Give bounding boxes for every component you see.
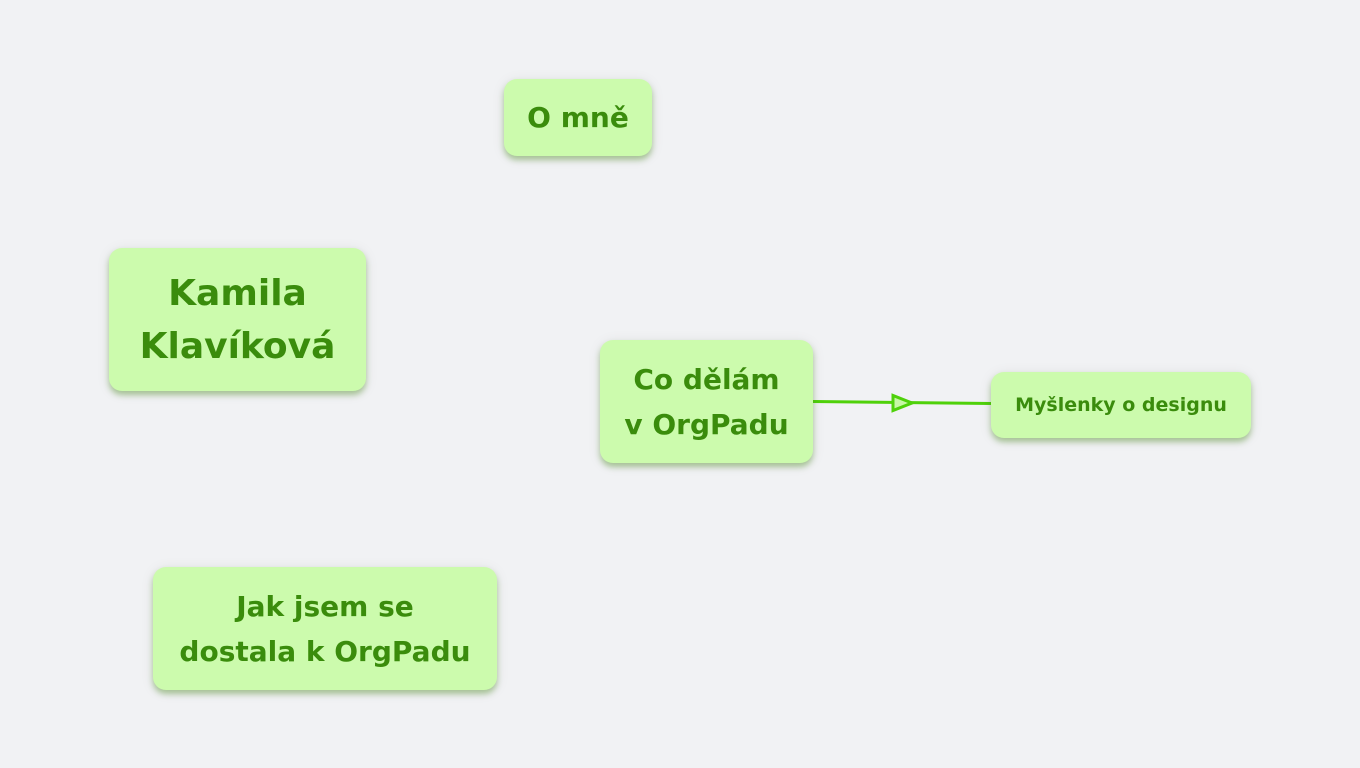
node-jak-jsem-se-dostala[interactable]: Jak jsem se dostala k OrgPadu	[153, 567, 497, 690]
node-label: Jak jsem se dostala k OrgPadu	[179, 589, 471, 668]
node-kamila-klavikova[interactable]: Kamila Klavíková	[109, 248, 366, 391]
node-o-mne[interactable]: O mně	[504, 79, 652, 156]
node-label: O mně	[527, 100, 629, 134]
node-myslenky-o-designu[interactable]: Myšlenky o designu	[991, 372, 1251, 438]
node-co-delam-v-orgpadu[interactable]: Co dělám v OrgPadu	[600, 340, 813, 463]
node-label: Kamila Klavíková	[139, 272, 336, 367]
node-label: Myšlenky o designu	[1015, 394, 1227, 416]
node-label: Co dělám v OrgPadu	[624, 362, 789, 441]
link-co-delam-to-myslenky[interactable]	[812, 393, 992, 413]
